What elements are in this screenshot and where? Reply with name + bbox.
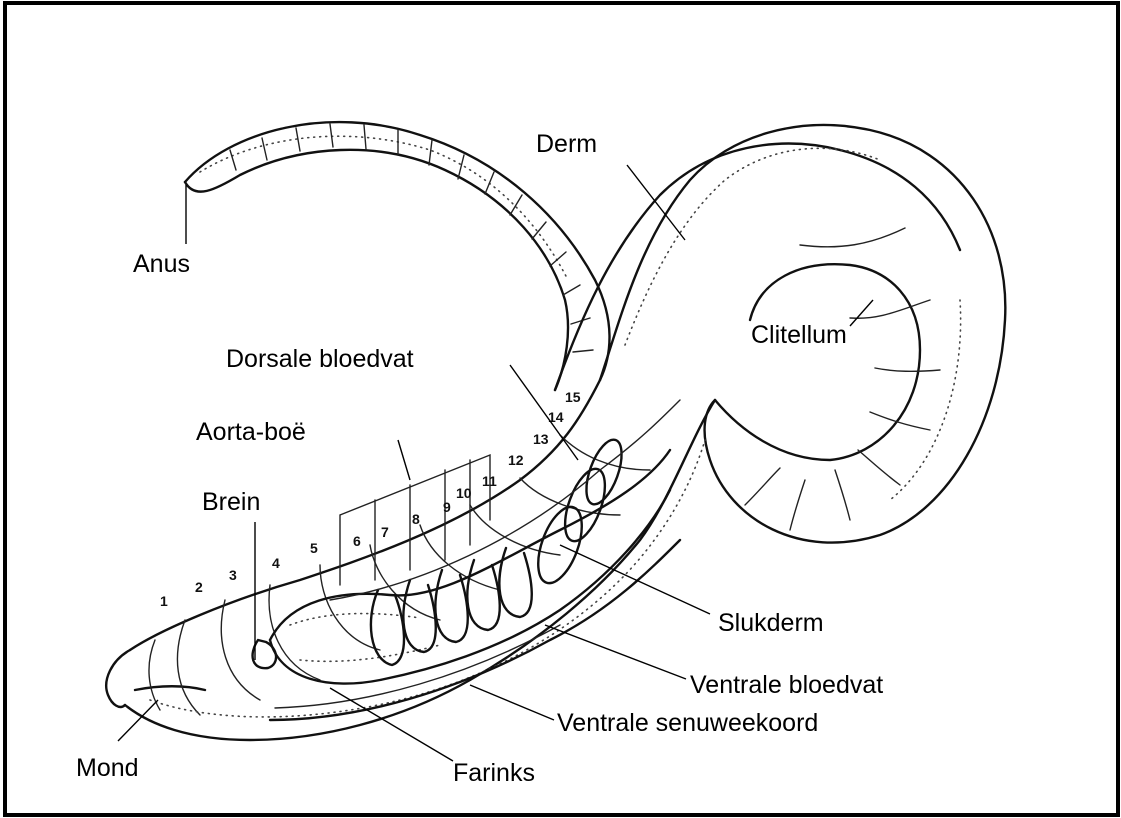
- segment-number: 11: [482, 473, 497, 489]
- aorta-boe-leader: [398, 440, 410, 480]
- segment-number: 8: [412, 511, 420, 527]
- label-brein: Brein: [202, 488, 260, 516]
- label-mond: Mond: [76, 754, 139, 782]
- label-clitellum: Clitellum: [751, 321, 847, 349]
- label-aorta-boe: Aorta-boë: [196, 418, 306, 446]
- ventrale-bloedvat-leader: [545, 625, 686, 679]
- label-ventrale-senuweekoord: Ventrale senuweekoord: [557, 709, 818, 737]
- segment-number: 5: [310, 540, 318, 556]
- segment-number: 9: [443, 499, 451, 515]
- segment-number: 12: [508, 452, 524, 468]
- segment-number: 4: [272, 555, 280, 571]
- clitellum-leader: [850, 300, 873, 326]
- segment-number: 15: [565, 389, 581, 405]
- segment-number: 1: [160, 593, 168, 609]
- segment-number: 14: [548, 409, 564, 425]
- segment-number: 3: [229, 567, 237, 583]
- label-ventrale-bloedvat: Ventrale bloedvat: [690, 671, 883, 699]
- label-anus: Anus: [133, 250, 190, 278]
- label-farinks: Farinks: [453, 759, 535, 787]
- label-dorsale-bloedvat: Dorsale bloedvat: [226, 345, 414, 373]
- segment-number: 10: [456, 485, 472, 501]
- segment-number: 6: [353, 533, 361, 549]
- ventrale-senuweekoord-leader: [470, 685, 554, 720]
- label-slukderm: Slukderm: [718, 609, 824, 637]
- segment-number: 13: [533, 431, 549, 447]
- slukderm-leader: [560, 545, 710, 614]
- worm-internal-organs: [253, 400, 680, 720]
- segment-number: 7: [381, 524, 389, 540]
- label-derm: Derm: [536, 130, 597, 158]
- segment-number: 2: [195, 579, 203, 595]
